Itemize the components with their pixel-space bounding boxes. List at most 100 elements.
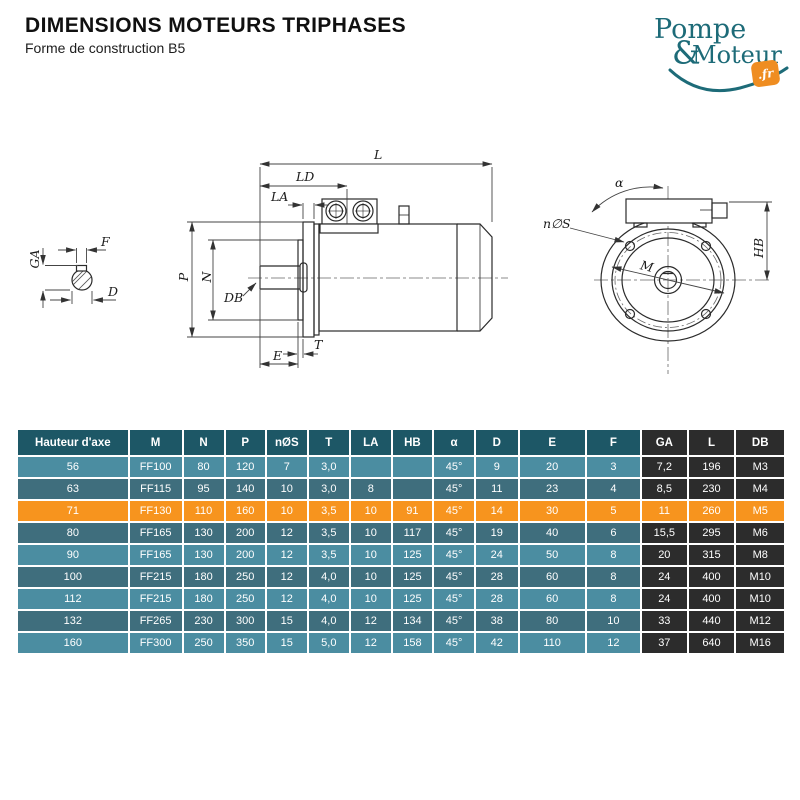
table-cell: 80 bbox=[519, 611, 585, 631]
table-cell: 400 bbox=[688, 567, 735, 587]
column-header-n: N bbox=[183, 430, 224, 455]
table-cell: 640 bbox=[688, 633, 735, 653]
table-cell: 8 bbox=[586, 545, 641, 565]
table-cell: 10 bbox=[266, 479, 307, 499]
column-header-m: M bbox=[129, 430, 182, 455]
table-cell: FF265 bbox=[129, 611, 182, 631]
table-cell: 4,0 bbox=[308, 611, 349, 631]
dim-label-d: D bbox=[107, 284, 118, 299]
table-cell: 28 bbox=[476, 567, 518, 587]
table-cell: 45° bbox=[434, 457, 475, 477]
table-cell: 80 bbox=[183, 457, 224, 477]
column-header-hb: HB bbox=[392, 430, 433, 455]
table-cell: 9 bbox=[476, 457, 518, 477]
page-subtitle: Forme de construction B5 bbox=[25, 40, 186, 56]
shaft-section-drawing: F GA D bbox=[27, 234, 118, 308]
column-header-l: L bbox=[688, 430, 735, 455]
table-cell: 8 bbox=[586, 567, 641, 587]
table-cell: 14 bbox=[476, 501, 518, 521]
table-cell: 130 bbox=[183, 523, 224, 543]
table-cell: 10 bbox=[350, 589, 391, 609]
table-cell: 250 bbox=[225, 589, 265, 609]
table-cell: FF215 bbox=[129, 589, 182, 609]
table-cell: 12 bbox=[266, 567, 307, 587]
table-cell bbox=[350, 457, 391, 477]
table-cell: 90 bbox=[18, 545, 128, 565]
table-cell: 12 bbox=[266, 523, 307, 543]
table-cell: 80 bbox=[18, 523, 128, 543]
table-cell: FF300 bbox=[129, 633, 182, 653]
table-cell: 19 bbox=[476, 523, 518, 543]
dim-label-hb: HB bbox=[751, 238, 766, 259]
table-cell: 95 bbox=[183, 479, 224, 499]
table-cell: 160 bbox=[225, 501, 265, 521]
table-cell: FF100 bbox=[129, 457, 182, 477]
table-cell: 158 bbox=[392, 633, 433, 653]
dim-label-la: LA bbox=[270, 189, 288, 204]
table-cell: 45° bbox=[434, 479, 475, 499]
table-cell: 24 bbox=[642, 567, 687, 587]
table-cell: 10 bbox=[350, 501, 391, 521]
table-cell: 250 bbox=[183, 633, 224, 653]
logo-word-pompe: Pompe bbox=[654, 14, 747, 45]
table-cell: 11 bbox=[476, 479, 518, 499]
table-cell: M4 bbox=[736, 479, 784, 499]
column-header-t: T bbox=[308, 430, 349, 455]
column-header-d: D bbox=[476, 430, 518, 455]
table-cell: 45° bbox=[434, 611, 475, 631]
table-cell: M12 bbox=[736, 611, 784, 631]
column-header-db: DB bbox=[736, 430, 784, 455]
table-cell: 8,5 bbox=[642, 479, 687, 499]
dim-label-p: P bbox=[176, 272, 191, 282]
technical-drawing: F GA D bbox=[27, 147, 772, 374]
table-cell: 45° bbox=[434, 501, 475, 521]
table-cell: 3,5 bbox=[308, 545, 349, 565]
table-cell: 4,0 bbox=[308, 589, 349, 609]
table-cell: 23 bbox=[519, 479, 585, 499]
table-cell: M3 bbox=[736, 457, 784, 477]
table-cell bbox=[392, 479, 433, 499]
table-cell: 295 bbox=[688, 523, 735, 543]
table-cell: 112 bbox=[18, 589, 128, 609]
table-cell: 12 bbox=[586, 633, 641, 653]
table-cell: 45° bbox=[434, 567, 475, 587]
column-header-ga: GA bbox=[642, 430, 687, 455]
table-cell: 440 bbox=[688, 611, 735, 631]
table-cell: M8 bbox=[736, 545, 784, 565]
table-cell: 4 bbox=[586, 479, 641, 499]
table-cell: 315 bbox=[688, 545, 735, 565]
table-cell: 60 bbox=[519, 567, 585, 587]
column-header-f: F bbox=[586, 430, 641, 455]
dim-label-l: L bbox=[373, 147, 382, 162]
dim-label-e: E bbox=[272, 348, 282, 363]
table-cell: 120 bbox=[225, 457, 265, 477]
table-cell: 3,0 bbox=[308, 479, 349, 499]
table-cell: 15 bbox=[266, 633, 307, 653]
table-cell: 10 bbox=[350, 545, 391, 565]
table-cell: 196 bbox=[688, 457, 735, 477]
brand-logo: Pompe & Moteur .fr bbox=[640, 8, 795, 98]
table-cell: 350 bbox=[225, 633, 265, 653]
table-cell: 230 bbox=[688, 479, 735, 499]
table-cell: 8 bbox=[350, 479, 391, 499]
table-cell: 38 bbox=[476, 611, 518, 631]
side-view-drawing: L LD LA P N DB T E bbox=[176, 147, 508, 368]
table-cell: 45° bbox=[434, 589, 475, 609]
table-cell: M16 bbox=[736, 633, 784, 653]
table-cell: 20 bbox=[519, 457, 585, 477]
table-cell: 60 bbox=[519, 589, 585, 609]
table-cell: 125 bbox=[392, 545, 433, 565]
column-header-n-s: nØS bbox=[266, 430, 307, 455]
table-cell: 10 bbox=[350, 523, 391, 543]
table-cell: 71 bbox=[18, 501, 128, 521]
column-header-p: P bbox=[225, 430, 265, 455]
